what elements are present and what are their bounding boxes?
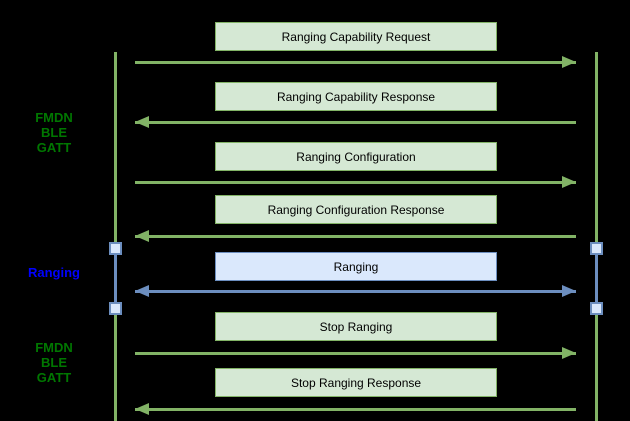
message-label: Stop Ranging Response: [290, 375, 422, 390]
lifeline-left: [114, 52, 117, 421]
side-label-line: Ranging: [28, 265, 80, 280]
message-box-ranging-configuration-response: Ranging Configuration Response: [215, 195, 497, 224]
message-box-ranging-configuration: Ranging Configuration: [215, 142, 497, 171]
message-box-ranging: Ranging: [215, 252, 497, 281]
side-label-line: GATT: [36, 370, 72, 385]
message-box-ranging-capability-request: Ranging Capability Request: [215, 22, 497, 51]
side-label-line: GATT: [36, 140, 72, 155]
arrow-ranging-capability-request: [135, 56, 576, 68]
ranging-session-segment-left: [114, 250, 117, 308]
arrow-shaft: [135, 180, 576, 184]
arrowhead-right-icon: [562, 176, 576, 188]
arrow-shaft: [135, 120, 576, 124]
side-label-line: FMDN: [35, 110, 73, 125]
side-label-line: BLE: [41, 125, 67, 140]
arrowhead-left-icon: [135, 116, 149, 128]
arrow-shaft: [135, 60, 576, 64]
lifeline-right: [595, 52, 598, 421]
ranging-session-segment-right: [595, 250, 598, 308]
message-label: Ranging Capability Response: [276, 89, 436, 104]
message-box-stop-ranging-response: Stop Ranging Response: [215, 368, 497, 397]
arrow-shaft: [135, 234, 576, 238]
ranging-end-marker-left: [109, 302, 122, 315]
arrow-shaft: [135, 289, 576, 293]
message-label: Stop Ranging: [319, 319, 393, 334]
arrow-ranging-bidirectional: [135, 285, 576, 297]
side-label-ranging: Ranging: [2, 265, 106, 280]
side-label-line: FMDN: [35, 340, 73, 355]
message-box-stop-ranging: Stop Ranging: [215, 312, 497, 341]
side-label-fmdn-ble-gatt-bottom: FMDN BLE GATT: [2, 340, 106, 385]
arrow-ranging-configuration: [135, 176, 576, 188]
ranging-end-marker-right: [590, 302, 603, 315]
arrowhead-right-icon: [562, 347, 576, 359]
arrow-stop-ranging-response: [135, 403, 576, 415]
ranging-start-marker-right: [590, 242, 603, 255]
arrowhead-left-icon: [135, 285, 149, 297]
arrowhead-left-icon: [135, 403, 149, 415]
ranging-start-marker-left: [109, 242, 122, 255]
message-label: Ranging Capability Request: [281, 29, 431, 44]
message-label: Ranging Configuration: [296, 149, 416, 164]
side-label-fmdn-ble-gatt-top: FMDN BLE GATT: [2, 110, 106, 155]
arrow-ranging-configuration-response: [135, 230, 576, 242]
arrow-stop-ranging: [135, 347, 576, 359]
message-box-ranging-capability-response: Ranging Capability Response: [215, 82, 497, 111]
side-label-line: BLE: [41, 355, 67, 370]
arrowhead-right-icon: [562, 56, 576, 68]
message-label: Ranging Configuration Response: [267, 202, 445, 217]
message-label: Ranging: [333, 259, 379, 274]
arrow-shaft: [135, 351, 576, 355]
arrow-shaft: [135, 407, 576, 411]
arrow-ranging-capability-response: [135, 116, 576, 128]
arrowhead-right-icon: [562, 285, 576, 297]
arrowhead-left-icon: [135, 230, 149, 242]
